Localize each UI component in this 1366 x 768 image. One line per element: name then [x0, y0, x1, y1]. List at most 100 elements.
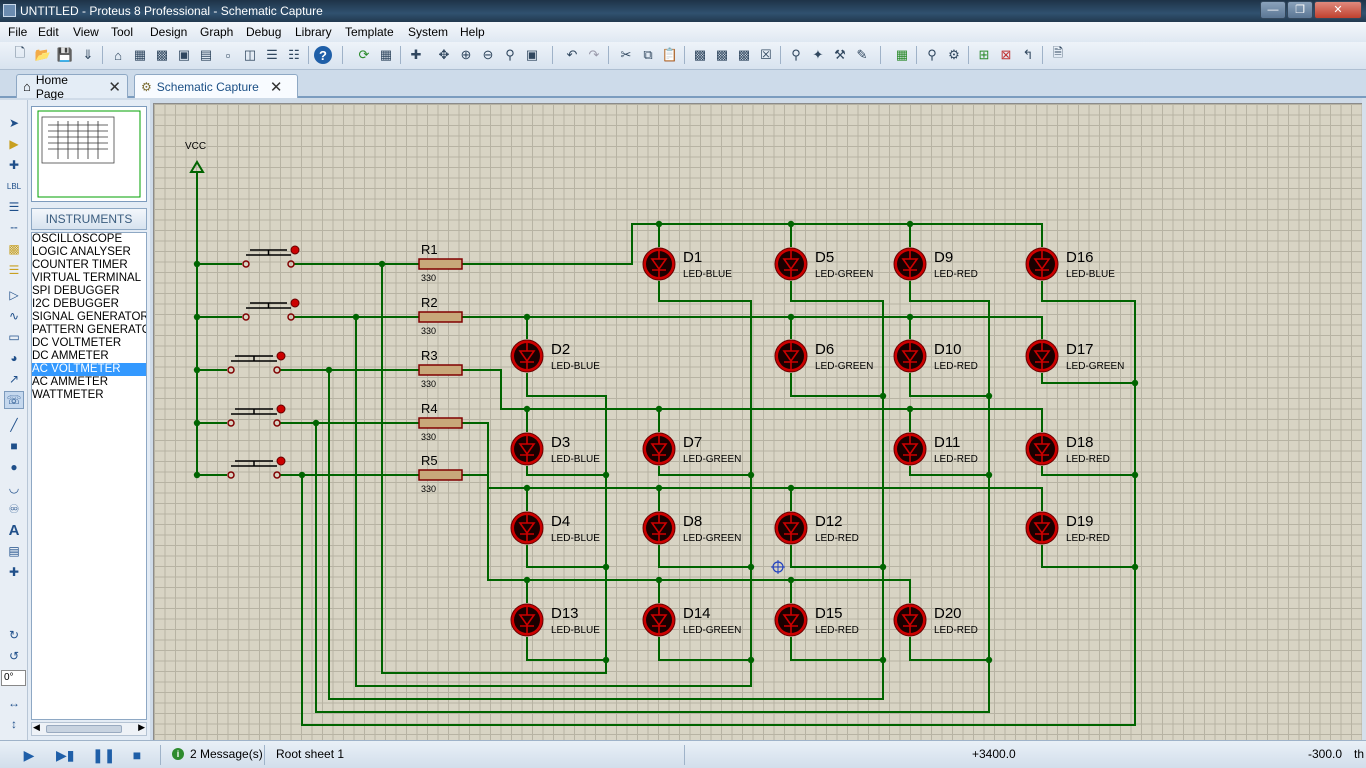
wire[interactable] [658, 466, 751, 476]
remove-sheet-icon[interactable]: ⊠ [1000, 47, 1012, 62]
wire[interactable] [526, 545, 606, 568]
text-icon[interactable]: A [8, 521, 20, 539]
mirror-x-icon[interactable]: ↔ [8, 696, 20, 710]
selection-mode-icon[interactable]: ➤ [8, 116, 20, 130]
scroll-right-icon[interactable]: ▶ [138, 722, 145, 732]
tab-schematic-capture[interactable]: ⚙ Schematic Capture ✕ [134, 74, 298, 98]
exit-to-parent-icon[interactable]: ↰ [1022, 47, 1034, 62]
wire[interactable] [328, 281, 884, 700]
redo-icon[interactable]: ↷ [588, 47, 600, 62]
play-icon[interactable]: ▶ [23, 747, 35, 763]
grid-icon[interactable]: ▦ [379, 47, 393, 62]
pan-icon[interactable]: ✥ [438, 47, 450, 62]
wire[interactable] [462, 369, 1043, 432]
instruments-list[interactable]: OSCILLOSCOPE LOGIC ANALYSER COUNTER TIME… [31, 232, 147, 720]
new-sheet-icon[interactable]: ⊞ [978, 47, 990, 62]
open-folder-icon[interactable]: 📂 [34, 47, 52, 62]
menu-debug[interactable]: Debug [246, 25, 282, 39]
menu-view[interactable]: View [73, 25, 99, 39]
source-code-icon[interactable]: ◫ [243, 47, 257, 62]
device-pins-icon[interactable]: ▷ [9, 288, 19, 302]
buses-icon[interactable]: ╌ [10, 221, 18, 235]
path-icon[interactable]: ♾ [8, 502, 20, 516]
rotation-angle-input[interactable]: 0° [1, 670, 26, 686]
list-item[interactable]: DC VOLTMETER [32, 337, 122, 349]
close-tab-icon[interactable]: ✕ [108, 78, 121, 96]
minimize-button[interactable]: — [1260, 1, 1286, 19]
origin-icon[interactable]: ✚ [410, 47, 422, 62]
design-explorer-icon[interactable]: 🗎 [1052, 45, 1064, 60]
wire[interactable] [909, 466, 989, 476]
overview-window[interactable] [31, 106, 147, 202]
menu-design[interactable]: Design [150, 25, 188, 39]
new-file-icon[interactable]: 🗋 [14, 45, 26, 60]
wire[interactable] [658, 637, 751, 661]
list-item[interactable]: COUNTER TIMER [32, 259, 128, 271]
decompose-icon[interactable]: ✎ [856, 47, 868, 62]
copy-icon[interactable]: ⧉ [643, 47, 653, 62]
line-icon[interactable]: ╱ [10, 418, 18, 432]
wire[interactable] [381, 264, 607, 674]
bom-icon[interactable]: ▫ [225, 47, 231, 63]
list-item[interactable]: I2C DEBUGGER [32, 298, 119, 310]
zoom-area-icon[interactable]: ▣ [525, 47, 539, 62]
tape-recorder-icon[interactable]: ▭ [8, 330, 20, 344]
menu-edit[interactable]: Edit [38, 25, 59, 39]
scroll-thumb[interactable] [46, 725, 122, 733]
junction-dot-icon[interactable]: ✚ [8, 158, 20, 172]
wire-label-icon[interactable]: LBL [6, 181, 22, 191]
list-item[interactable]: DC AMMETER [32, 350, 109, 362]
menu-template[interactable]: Template [345, 25, 394, 39]
import-icon[interactable]: ⇓ [82, 47, 94, 62]
list-item[interactable]: VIRTUAL TERMINAL [32, 272, 142, 284]
menu-file[interactable]: File [8, 25, 28, 39]
wire[interactable] [1041, 373, 1135, 384]
gerber-icon[interactable]: ▤ [199, 47, 213, 62]
wire[interactable] [1041, 545, 1135, 568]
voltage-probe-icon[interactable]: ↗ [8, 372, 20, 386]
list-item[interactable]: SIGNAL GENERATOR [32, 311, 146, 323]
rotate-cw-icon[interactable]: ↻ [8, 628, 20, 642]
tab-home-page[interactable]: ⌂ Home Page ✕ [16, 73, 128, 101]
list-item-selected[interactable]: AC VOLTMETER [32, 363, 146, 376]
list-item[interactable]: LOGIC ANALYSER [32, 246, 131, 258]
pick-device-icon[interactable]: ⚲ [791, 47, 801, 62]
notes-icon[interactable]: ☷ [288, 47, 300, 62]
wire[interactable] [355, 281, 752, 687]
wire[interactable] [462, 223, 1043, 265]
wire[interactable] [1041, 466, 1135, 476]
wire[interactable] [301, 281, 1136, 726]
zoom-out-icon[interactable]: ⊖ [482, 47, 494, 62]
maximize-button[interactable]: ❐ [1287, 1, 1313, 19]
schematic-icon[interactable]: ▦ [133, 47, 147, 62]
terminals-icon[interactable]: ☰ [8, 263, 20, 277]
property-tool-icon[interactable]: ⚙ [948, 47, 960, 62]
rotate-ccw-icon[interactable]: ↺ [8, 649, 20, 663]
wire-autorouter-icon[interactable]: ▦ [895, 47, 909, 62]
block-rotate-icon[interactable]: ▩ [737, 47, 751, 62]
wire[interactable] [790, 373, 883, 397]
circle-icon[interactable]: ● [10, 460, 18, 474]
graph-mode-icon[interactable]: ∿ [8, 309, 20, 323]
wire[interactable] [790, 545, 883, 568]
zoom-all-icon[interactable]: ⚲ [505, 47, 515, 62]
wire[interactable] [462, 316, 1043, 339]
wire[interactable] [909, 637, 989, 661]
list-item[interactable]: AC AMMETER [32, 376, 109, 388]
refresh-icon[interactable]: ⟳ [358, 47, 370, 62]
subcircuit-icon[interactable]: ▩ [8, 242, 20, 256]
make-device-icon[interactable]: ✦ [812, 47, 824, 62]
search-icon[interactable]: ⚲ [927, 47, 937, 62]
wire[interactable] [658, 545, 751, 568]
menu-system[interactable]: System [408, 25, 449, 39]
scroll-left-icon[interactable]: ◀ [33, 722, 40, 732]
symbol-icon[interactable]: ▤ [8, 544, 20, 558]
block-delete-icon[interactable]: ☒ [760, 47, 772, 62]
menu-library[interactable]: Library [295, 25, 332, 39]
wire[interactable] [909, 373, 989, 397]
wire[interactable] [526, 637, 606, 661]
wire[interactable] [315, 281, 990, 713]
horizontal-scrollbar[interactable]: ◀ ▶ [31, 722, 147, 736]
arc-icon[interactable]: ◡ [8, 481, 20, 495]
